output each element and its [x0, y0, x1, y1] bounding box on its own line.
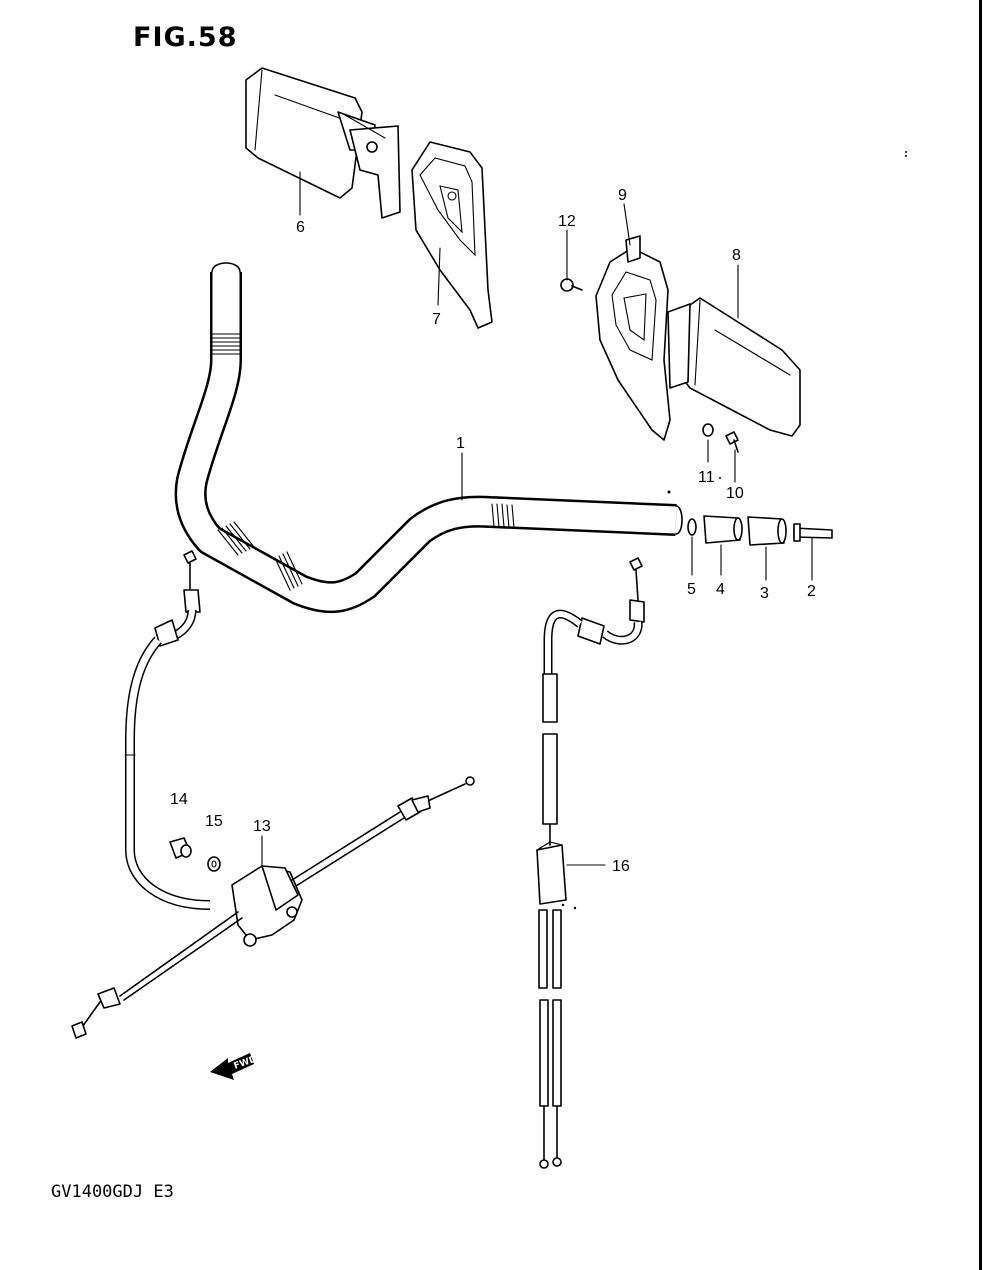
fwd-direction-arrow: FWD — [210, 1053, 258, 1080]
callout-11: 11 — [698, 469, 715, 486]
callout-6: 6 — [296, 219, 305, 236]
callout-13: 13 — [253, 818, 271, 835]
callout-4: 4 — [716, 581, 725, 598]
bar-end-parts — [687, 515, 833, 546]
left-mirror-bracket — [411, 141, 493, 329]
callout-9: 9 — [618, 187, 627, 204]
callout-8: 8 — [732, 247, 741, 264]
callout-12: 12 — [558, 213, 576, 230]
callout-5: 5 — [687, 581, 696, 598]
handlebar — [174, 262, 683, 614]
callout-2: 2 — [807, 583, 816, 600]
right-mirror-assembly — [560, 235, 801, 453]
weight-3 — [747, 516, 785, 546]
callout-10: 10 — [726, 485, 744, 502]
leader-lines — [261, 171, 813, 867]
callout-3: 3 — [760, 585, 769, 602]
callout-labels: 1 2 3 4 5 6 7 8 9 10 11 12 13 14 15 16 — [170, 187, 816, 875]
left-mirror — [245, 67, 401, 219]
left-cable-assembly — [71, 550, 475, 1039]
washer-5 — [687, 518, 697, 536]
callout-1: 1 — [456, 435, 465, 452]
callout-16: 16 — [612, 858, 630, 875]
page-border-line — [979, 0, 982, 1270]
right-cable-assembly — [536, 557, 645, 1169]
callout-7: 7 — [432, 311, 441, 328]
fwd-label: FWD — [233, 1054, 259, 1071]
scan-specks — [561, 151, 907, 910]
callout-15: 15 — [205, 813, 223, 830]
figure-title: FIG.58 — [133, 22, 238, 53]
weight-4 — [703, 515, 741, 544]
model-code: GV1400GDJ E3 — [51, 1182, 174, 1202]
callout-14: 14 — [170, 791, 188, 808]
